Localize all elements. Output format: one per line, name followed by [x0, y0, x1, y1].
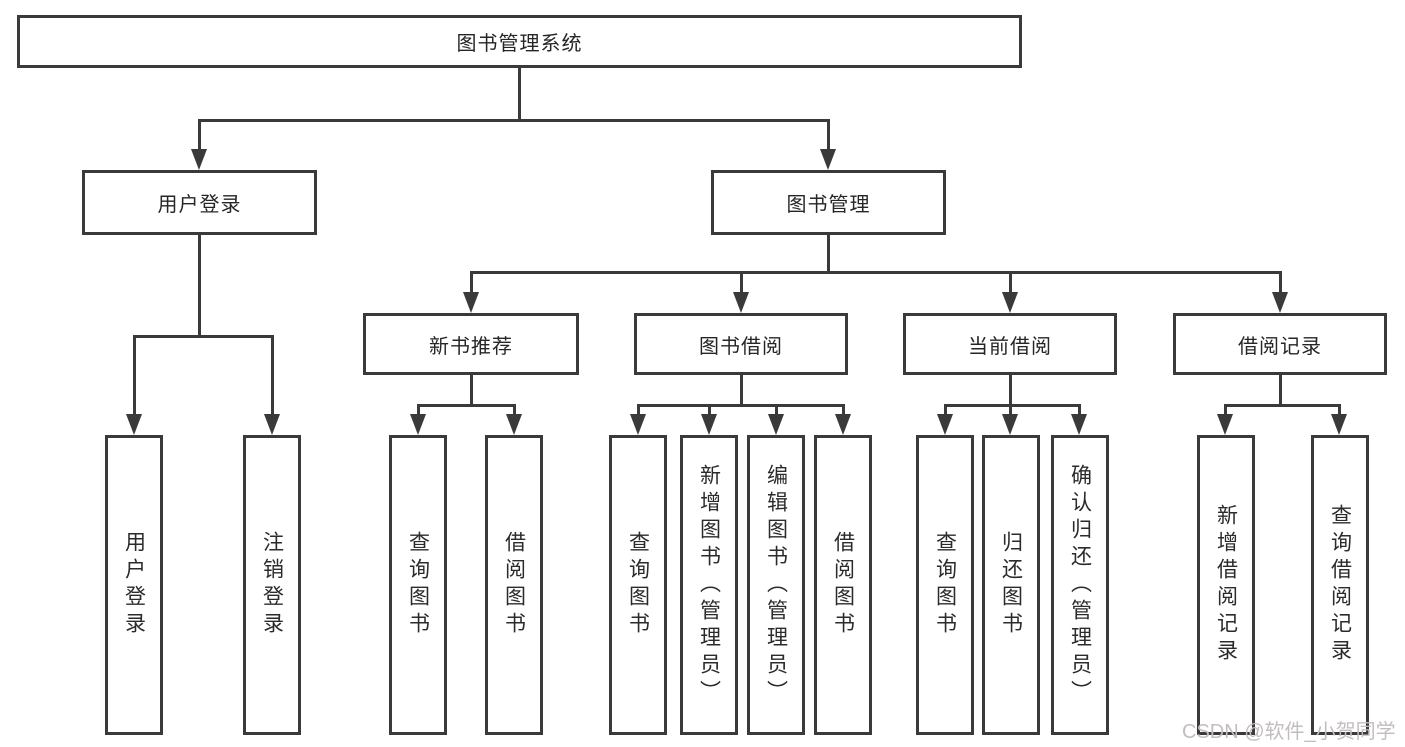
arrow-nb-leaf1 [410, 414, 426, 435]
arrow-cb-leaf2 [1002, 414, 1018, 435]
leaf-add-books-admin: 新增图书（管理员） [680, 435, 738, 735]
arrow-cb-leaf1 [937, 414, 953, 435]
leaf-query-books-2: 查询图书 [609, 435, 667, 735]
connector-to-record [1279, 271, 1282, 295]
leaf-return-books: 归还图书 [982, 435, 1040, 735]
connector-book-mgmt-branch [470, 271, 1282, 274]
leaf-query-borrow-record: 查询借阅记录 [1311, 435, 1369, 735]
node-book-mgmt: 图书管理 [711, 170, 946, 235]
arrow-cb-leaf3 [1071, 414, 1087, 435]
connector-bb-leaf3 [775, 404, 778, 417]
connector-to-new-book [470, 271, 473, 295]
leaf-edit-books-admin: 编辑图书（管理员） [747, 435, 805, 735]
connector-to-user-login [198, 119, 201, 152]
node-current-borrow-label: 当前借阅 [968, 335, 1052, 358]
connector-current-stem [1009, 375, 1012, 407]
node-book-mgmt-label: 图书管理 [786, 194, 871, 216]
arrow-to-current [1002, 292, 1018, 313]
connector-cb-leaf2 [1009, 404, 1012, 417]
connector-root-stem [518, 67, 521, 122]
arrow-bb-leaf1 [630, 414, 646, 435]
node-book-borrow-label: 图书借阅 [699, 335, 783, 358]
connector-cb-leaf3 [1078, 404, 1081, 417]
connector-bb-leaf2 [708, 404, 711, 417]
connector-br-leaf1 [1224, 404, 1227, 417]
leaf-borrow-books-1: 借阅图书 [485, 435, 543, 735]
connector-book-mgmt-stem [827, 235, 830, 274]
connector-nb-leaf2 [513, 404, 516, 417]
connector-borrow-stem [740, 375, 743, 407]
connector-cb-leaf1 [944, 404, 947, 417]
connector-root-branch [198, 119, 830, 122]
node-borrow-record: 借阅记录 [1173, 313, 1387, 375]
arrow-br-leaf2 [1331, 414, 1347, 435]
arrow-to-user-login [191, 149, 207, 170]
node-new-book-rec-label: 新书推荐 [429, 335, 513, 358]
node-user-login: 用户登录 [82, 170, 317, 235]
connector-bb-leaf4 [842, 404, 845, 417]
arrow-to-borrow [733, 292, 749, 313]
arrow-bb-leaf3 [768, 414, 784, 435]
leaf-user-login: 用户登录 [105, 435, 163, 735]
connector-to-leaf-logout [271, 335, 274, 417]
node-current-borrow: 当前借阅 [903, 313, 1117, 375]
connector-borrow-branch [637, 404, 845, 407]
node-root-label: 图书管理系统 [456, 33, 583, 55]
connector-to-leaf-login [133, 335, 136, 417]
leaf-borrow-books-2: 借阅图书 [814, 435, 872, 735]
connector-nb-leaf1 [417, 404, 420, 417]
connector-record-stem [1279, 375, 1282, 407]
connector-to-borrow [740, 271, 743, 295]
arrow-bb-leaf4 [835, 414, 851, 435]
arrow-to-leaf-logout [264, 414, 280, 435]
leaf-query-books-3: 查询图书 [916, 435, 974, 735]
connector-user-login-branch [133, 335, 274, 338]
leaf-confirm-return-admin: 确认归还（管理员） [1051, 435, 1109, 735]
connector-to-book-mgmt [827, 119, 830, 152]
leaf-add-borrow-record: 新增借阅记录 [1197, 435, 1255, 735]
csdn-watermark: CSDN @软件_小贺同学 [1182, 721, 1396, 743]
connector-user-login-stem [198, 235, 201, 338]
connector-record-branch [1224, 404, 1340, 407]
node-new-book-rec: 新书推荐 [363, 313, 579, 375]
arrow-to-record [1272, 292, 1288, 313]
leaf-logout: 注销登录 [243, 435, 301, 735]
arrow-bb-leaf2 [701, 414, 717, 435]
node-borrow-record-label: 借阅记录 [1238, 335, 1322, 358]
node-root: 图书管理系统 [17, 15, 1022, 68]
connector-br-leaf2 [1338, 404, 1341, 417]
arrow-br-leaf1 [1217, 414, 1233, 435]
arrow-nb-leaf2 [506, 414, 522, 435]
connector-to-current [1009, 271, 1012, 295]
connector-bb-leaf1 [637, 404, 640, 417]
connector-new-book-branch [417, 404, 516, 407]
connector-new-book-stem [470, 375, 473, 407]
node-user-login-label: 用户登录 [157, 194, 242, 216]
arrow-to-book-mgmt [820, 149, 836, 170]
leaf-query-books-1: 查询图书 [389, 435, 447, 735]
connector-current-branch [944, 404, 1081, 407]
arrow-to-new-book [463, 292, 479, 313]
node-book-borrow: 图书借阅 [634, 313, 848, 375]
arrow-to-leaf-login [126, 414, 142, 435]
